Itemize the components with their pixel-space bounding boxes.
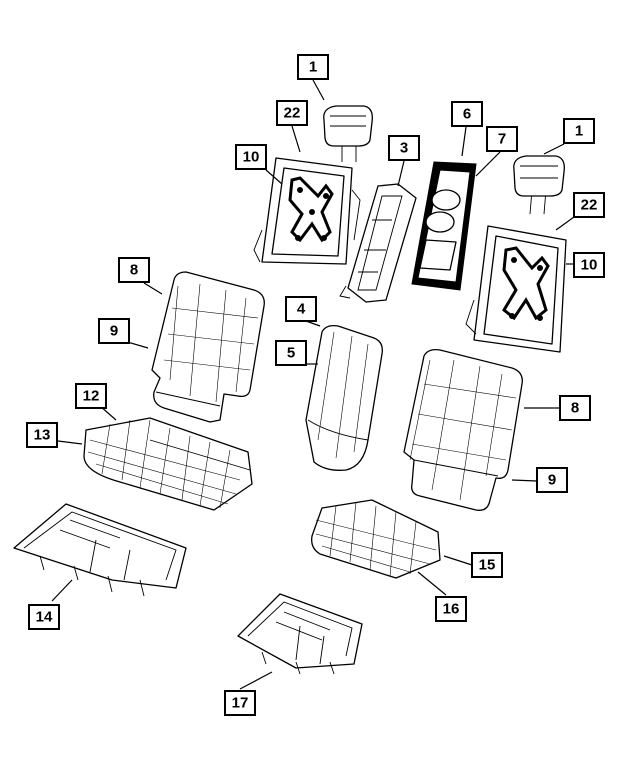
callout-5: 5 (275, 340, 307, 366)
callout-14: 14 (28, 604, 60, 630)
callout-9-right: 9 (536, 467, 568, 493)
callout-label: 1 (575, 123, 583, 140)
armrest-panel (411, 161, 477, 291)
callout-label: 13 (34, 427, 51, 444)
callout-label: 9 (110, 323, 118, 340)
callout-16: 16 (435, 596, 467, 622)
seat-frame-right (237, 593, 363, 675)
callout-8-right: 8 (559, 395, 591, 421)
callout-8-left: 8 (118, 257, 150, 283)
callout-label: 10 (243, 149, 260, 166)
callout-4: 4 (285, 296, 317, 322)
callout-label: 22 (284, 105, 301, 122)
headrest-left (323, 105, 373, 162)
callout-label: 16 (443, 601, 460, 618)
callout-label: 17 (232, 695, 249, 712)
headrest-right (513, 155, 565, 215)
center-backrest (305, 324, 383, 471)
callout-3: 3 (388, 135, 420, 161)
seat-frame-left (13, 503, 187, 597)
callout-15: 15 (471, 552, 503, 578)
callout-label: 7 (498, 131, 506, 148)
seatback-cover-left (151, 271, 265, 423)
callout-label: 1 (309, 59, 317, 76)
callout-6: 6 (451, 101, 483, 127)
callout-22-left: 22 (276, 100, 308, 126)
callout-label: 6 (463, 106, 471, 123)
seatback-cover-right (403, 348, 523, 511)
callout-label: 14 (36, 609, 53, 626)
callout-10-right: 10 (573, 252, 605, 278)
callout-17: 17 (224, 690, 256, 716)
callout-7: 7 (486, 126, 518, 152)
callout-22-right: 22 (573, 192, 605, 218)
callout-9-left: 9 (98, 318, 130, 344)
seat-cushion-right (311, 499, 441, 579)
callout-label: 22 (581, 197, 598, 214)
callout-13: 13 (26, 422, 58, 448)
seatback-frame-left (253, 157, 361, 265)
callout-label: 15 (479, 557, 496, 574)
callout-1-left: 1 (297, 54, 329, 80)
armrest-bracket (339, 183, 417, 303)
seat-cushion-left (83, 417, 253, 511)
callout-10-left: 10 (235, 144, 267, 170)
callout-label: 3 (400, 140, 408, 157)
callout-1-right: 1 (563, 118, 595, 144)
callout-label: 8 (571, 400, 579, 417)
callout-label: 12 (83, 388, 100, 405)
callout-label: 9 (548, 472, 556, 489)
callout-label: 8 (130, 262, 138, 279)
callout-label: 5 (287, 345, 295, 362)
callout-12: 12 (75, 383, 107, 409)
seatback-frame-right (465, 225, 567, 353)
callout-label: 4 (297, 301, 306, 318)
leader-lines (51, 79, 575, 690)
callout-label: 10 (581, 257, 598, 274)
